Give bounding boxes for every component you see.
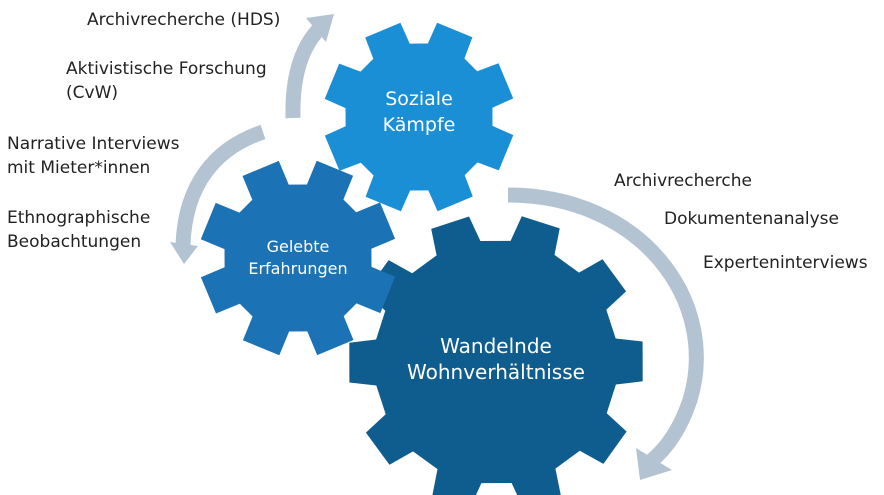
method-ethnographische-line1: Ethnographische (7, 208, 151, 228)
gears-layer (200, 22, 643, 495)
method-dokumentenanalyse: Dokumentenanalyse (664, 209, 839, 229)
method-archivrecherche-hds: Archivrecherche (HDS) (87, 10, 281, 30)
method-narrative-interviews-line2: mit Mieter*innen (7, 158, 151, 178)
method-archivrecherche: Archivrecherche (614, 171, 753, 191)
gear-gelebte (200, 160, 396, 356)
gear-wandelnde-label-line1: Wandelnde (440, 334, 552, 358)
gear-soziale-label-line2: Kämpfe (383, 114, 456, 136)
gear-soziale (324, 22, 514, 212)
gear-gelebte-label-line1: Gelebte (267, 237, 330, 256)
gear-wandelnde (349, 216, 643, 495)
gear-gelebte-label-line2: Erfahrungen (248, 259, 347, 278)
method-aktivistische-forschung-line2: (CvW) (66, 83, 119, 103)
arrow-down-to-gelebte (170, 124, 266, 264)
gear-wandelnde-label-line2: Wohnverhältnisse (407, 360, 585, 384)
method-experteninterviews: Experteninterviews (703, 253, 868, 273)
arrow-right-arc (507, 187, 704, 480)
arrows-layer (170, 14, 704, 480)
gear-soziale-label-line1: Soziale (385, 88, 453, 110)
method-aktivistische-forschung-line1: Aktivistische Forschung (66, 59, 267, 79)
method-narrative-interviews-line1: Narrative Interviews (7, 134, 180, 154)
arrow-up-to-soziale (285, 14, 334, 119)
method-ethnographische-line2: Beobachtungen (7, 232, 142, 252)
